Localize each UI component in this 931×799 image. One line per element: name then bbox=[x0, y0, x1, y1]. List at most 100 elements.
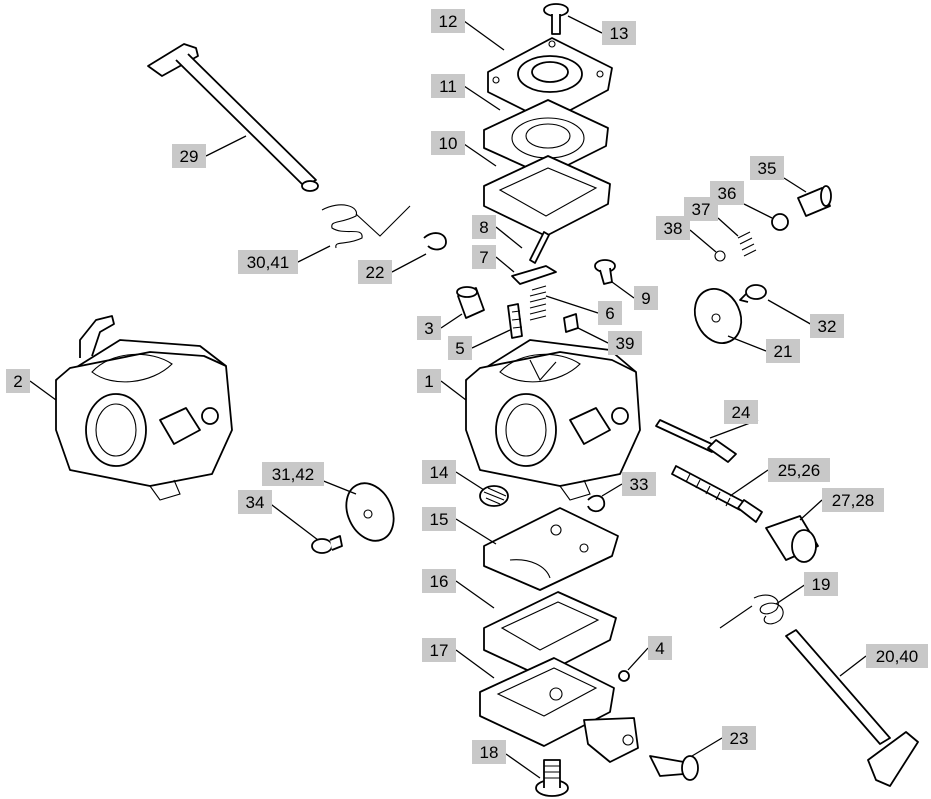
part-1-carburetor-body bbox=[465, 339, 641, 501]
part-32-screw bbox=[739, 284, 767, 303]
part-36-o-ring bbox=[771, 213, 789, 231]
label-34: 34 bbox=[238, 490, 272, 514]
part-2-carburetor-assembly bbox=[55, 315, 233, 501]
label-39-text: 39 bbox=[616, 334, 635, 353]
label-9: 9 bbox=[634, 286, 658, 310]
label-34-text: 34 bbox=[246, 493, 265, 512]
part-34-screw bbox=[311, 535, 343, 554]
label-10: 10 bbox=[431, 131, 465, 155]
label-37: 37 bbox=[684, 197, 718, 221]
label-19-text: 19 bbox=[812, 575, 831, 594]
part-8-pin bbox=[529, 231, 550, 264]
label-23: 23 bbox=[722, 726, 756, 750]
label-30-41: 30,41 bbox=[238, 250, 298, 274]
part-15-gasket bbox=[483, 507, 619, 591]
part-6-spring bbox=[529, 285, 547, 321]
label-13-text: 13 bbox=[610, 24, 629, 43]
part-17-end-cover bbox=[479, 657, 639, 763]
label-33-text: 33 bbox=[630, 475, 649, 494]
label-18-text: 18 bbox=[480, 743, 499, 762]
label-37-text: 37 bbox=[692, 200, 711, 219]
label-31-42: 31,42 bbox=[262, 462, 324, 486]
label-19: 19 bbox=[804, 572, 838, 596]
label-33: 33 bbox=[622, 472, 656, 496]
label-27-28-text: 27,28 bbox=[832, 491, 875, 510]
part-25-26-adjusting-screw bbox=[671, 465, 763, 523]
part-14-filter-screen bbox=[479, 485, 509, 507]
label-22: 22 bbox=[358, 260, 392, 284]
label-38: 38 bbox=[656, 216, 690, 240]
label-7-text: 7 bbox=[479, 248, 488, 267]
part-5-inlet-needle bbox=[507, 303, 523, 339]
label-21-text: 21 bbox=[774, 342, 793, 361]
label-22-text: 22 bbox=[366, 263, 385, 282]
label-1: 1 bbox=[417, 369, 441, 393]
part-10-gasket bbox=[483, 155, 611, 237]
label-6-text: 6 bbox=[605, 304, 614, 323]
label-29: 29 bbox=[172, 144, 206, 168]
label-36: 36 bbox=[710, 181, 744, 205]
part-12-pump-cover bbox=[487, 37, 613, 123]
part-38-ball bbox=[714, 250, 726, 262]
leader-lines bbox=[29, 15, 867, 779]
part-7-lever bbox=[511, 265, 557, 285]
part-35-plug bbox=[797, 185, 832, 217]
part-3-plug bbox=[456, 286, 485, 319]
label-21: 21 bbox=[766, 339, 800, 363]
label-16: 16 bbox=[422, 569, 456, 593]
label-18: 18 bbox=[472, 740, 506, 764]
label-2: 2 bbox=[6, 369, 30, 393]
label-10-text: 10 bbox=[439, 134, 458, 153]
label-25-26-text: 25,26 bbox=[778, 461, 821, 480]
label-9-text: 9 bbox=[641, 289, 650, 308]
label-7: 7 bbox=[472, 245, 496, 269]
label-23-text: 23 bbox=[730, 729, 749, 748]
label-5: 5 bbox=[448, 336, 472, 360]
label-11: 11 bbox=[431, 74, 465, 98]
label-17: 17 bbox=[422, 638, 456, 662]
label-8-text: 8 bbox=[479, 218, 488, 237]
label-24-text: 24 bbox=[732, 403, 751, 422]
part-21-disc bbox=[693, 288, 743, 344]
part-19-spring bbox=[719, 594, 784, 629]
label-13: 13 bbox=[602, 21, 636, 45]
label-38-text: 38 bbox=[664, 219, 683, 238]
label-14: 14 bbox=[422, 460, 456, 484]
part-39-screen bbox=[563, 313, 579, 333]
part-37-spring bbox=[737, 231, 757, 257]
part-13-screw bbox=[543, 3, 569, 35]
label-15-text: 15 bbox=[430, 510, 449, 529]
label-25-26: 25,26 bbox=[768, 458, 830, 482]
label-11-text: 11 bbox=[439, 77, 457, 96]
label-35-text: 35 bbox=[758, 159, 777, 178]
label-27-28: 27,28 bbox=[822, 488, 884, 512]
part-33-clip bbox=[587, 494, 606, 513]
part-23-screw bbox=[649, 755, 699, 781]
label-3: 3 bbox=[417, 316, 441, 340]
label-5-text: 5 bbox=[455, 339, 464, 358]
label-14-text: 14 bbox=[430, 463, 449, 482]
part-11-diaphragm bbox=[483, 99, 609, 177]
label-30-41-text: 30,41 bbox=[247, 253, 290, 272]
part-29-throttle-shaft bbox=[147, 43, 319, 192]
label-32: 32 bbox=[810, 314, 844, 338]
part-18-screw bbox=[535, 759, 569, 797]
part-4-ball bbox=[618, 670, 630, 682]
label-20-40: 20,40 bbox=[866, 644, 928, 668]
label-12: 12 bbox=[431, 9, 465, 33]
label-20-40-text: 20,40 bbox=[876, 647, 919, 666]
part-27-28-limiter-cap bbox=[765, 515, 819, 563]
label-24: 24 bbox=[724, 400, 758, 424]
label-2-text: 2 bbox=[13, 372, 22, 391]
part-31-42-disc bbox=[345, 482, 395, 542]
label-3-text: 3 bbox=[424, 319, 433, 338]
label-39: 39 bbox=[608, 331, 642, 355]
part-22-clip bbox=[423, 232, 447, 251]
label-4: 4 bbox=[648, 636, 672, 660]
label-8: 8 bbox=[472, 215, 496, 239]
label-15: 15 bbox=[422, 507, 456, 531]
part-24-adjusting-screw bbox=[655, 419, 737, 463]
part-9-screw bbox=[594, 259, 616, 285]
part-20-40-choke-shaft bbox=[785, 629, 919, 787]
